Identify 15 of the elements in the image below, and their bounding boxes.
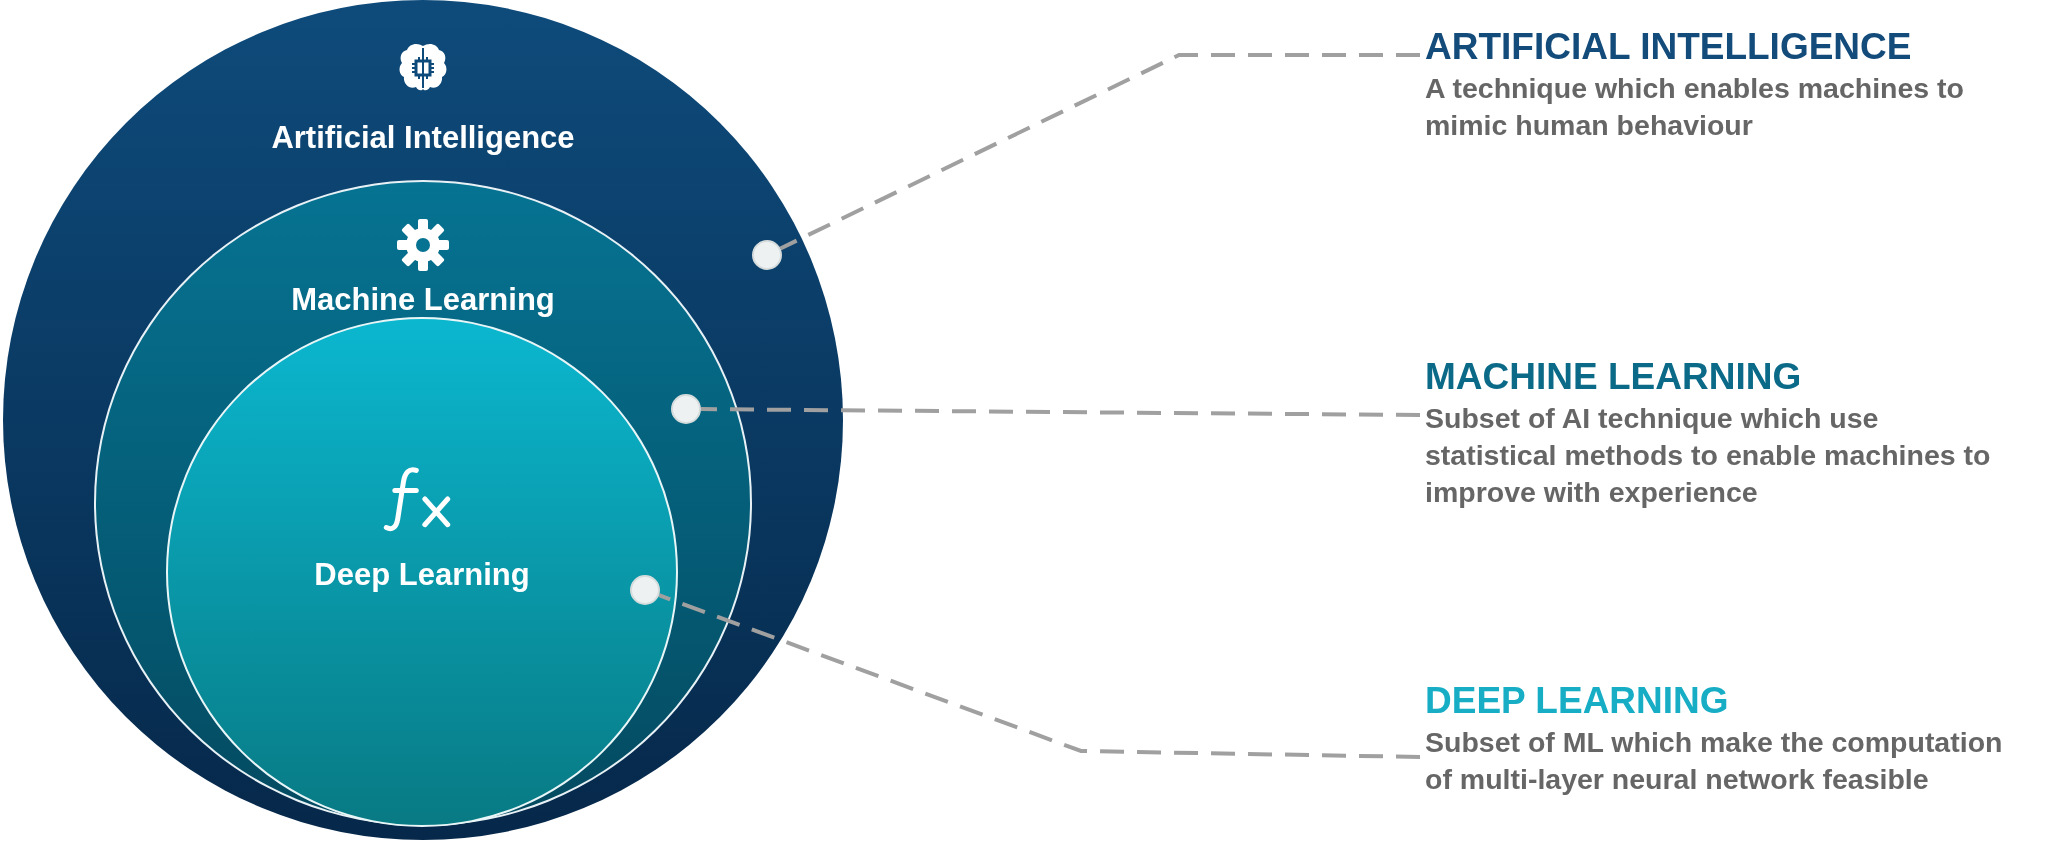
- section-heading: DEEP LEARNING: [1425, 680, 1730, 722]
- description-text: Subset of ML which make the computation of multi-layer neural network feasible: [1425, 725, 2004, 797]
- leader-line: [701, 407, 1420, 417]
- circle-label: Machine Learning: [290, 282, 556, 318]
- marker-dot: [671, 394, 701, 424]
- leader-line: [779, 53, 1420, 251]
- description-text: A technique which enables machines to mimic human behaviour: [1425, 71, 1965, 143]
- marker-dot: [630, 575, 660, 605]
- circle-label: Artificial Intelligence: [270, 120, 576, 156]
- section-heading: ARTIFICIAL INTELLIGENCE: [1425, 26, 1913, 68]
- circle-label: Deep Learning: [313, 557, 531, 593]
- description-text: Subset of AI technique which use statistical methods to enable machines to improve with experience: [1425, 401, 1992, 510]
- section-heading: MACHINE LEARNING: [1425, 356, 1803, 398]
- leader-line: [658, 593, 1421, 759]
- marker-dot: [752, 240, 782, 270]
